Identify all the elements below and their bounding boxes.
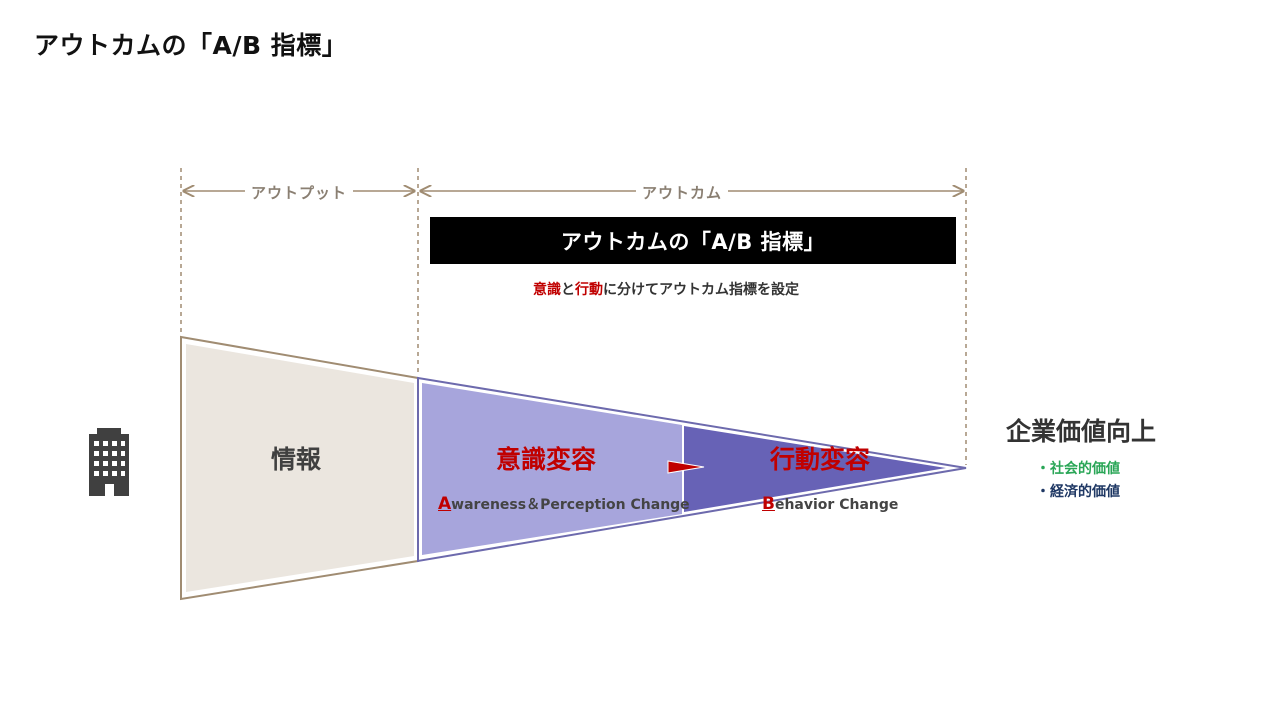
- behavior-caption-rest: ehavior Change: [774, 497, 899, 513]
- building-icon: [89, 428, 129, 496]
- subtitle-and: と: [561, 282, 575, 298]
- behavior-label: 行動変容: [769, 445, 871, 474]
- ab-indicator-banner: アウトカムの「A/B 指標」: [430, 217, 956, 264]
- info-label: 情報: [270, 445, 322, 474]
- awareness-zone: [422, 383, 682, 555]
- subtitle: 意識と行動に分けてアウトカム指標を設定: [533, 279, 799, 299]
- awareness-label: 意識変容: [495, 445, 597, 474]
- subtitle-behavior: 行動: [575, 282, 603, 298]
- subtitle-rest: に分けてアウトカム指標を設定: [603, 282, 799, 298]
- behavior-caption: Behavior Change: [762, 494, 898, 514]
- page-title: アウトカムの「A/B 指標」: [34, 31, 348, 60]
- awareness-initial: A: [438, 494, 452, 514]
- behavior-zone: [684, 426, 946, 512]
- corporate-value-label: 企業価値向上: [1006, 417, 1157, 446]
- behavior-initial: B: [762, 494, 775, 514]
- awareness-caption-rest: wareness＆Perception Change: [451, 497, 690, 513]
- economic-value-bullet: ・経済的価値: [1036, 484, 1120, 500]
- subtitle-awareness: 意識: [533, 282, 561, 298]
- social-value-bullet: ・社会的価値: [1036, 461, 1120, 477]
- awareness-caption: Awareness＆Perception Change: [438, 494, 690, 514]
- info-zone-fill: [186, 344, 414, 592]
- red-arrow-icon: [667, 460, 705, 474]
- outcome-span-label: アウトカム: [635, 182, 729, 203]
- output-span-label: アウトプット: [244, 182, 354, 203]
